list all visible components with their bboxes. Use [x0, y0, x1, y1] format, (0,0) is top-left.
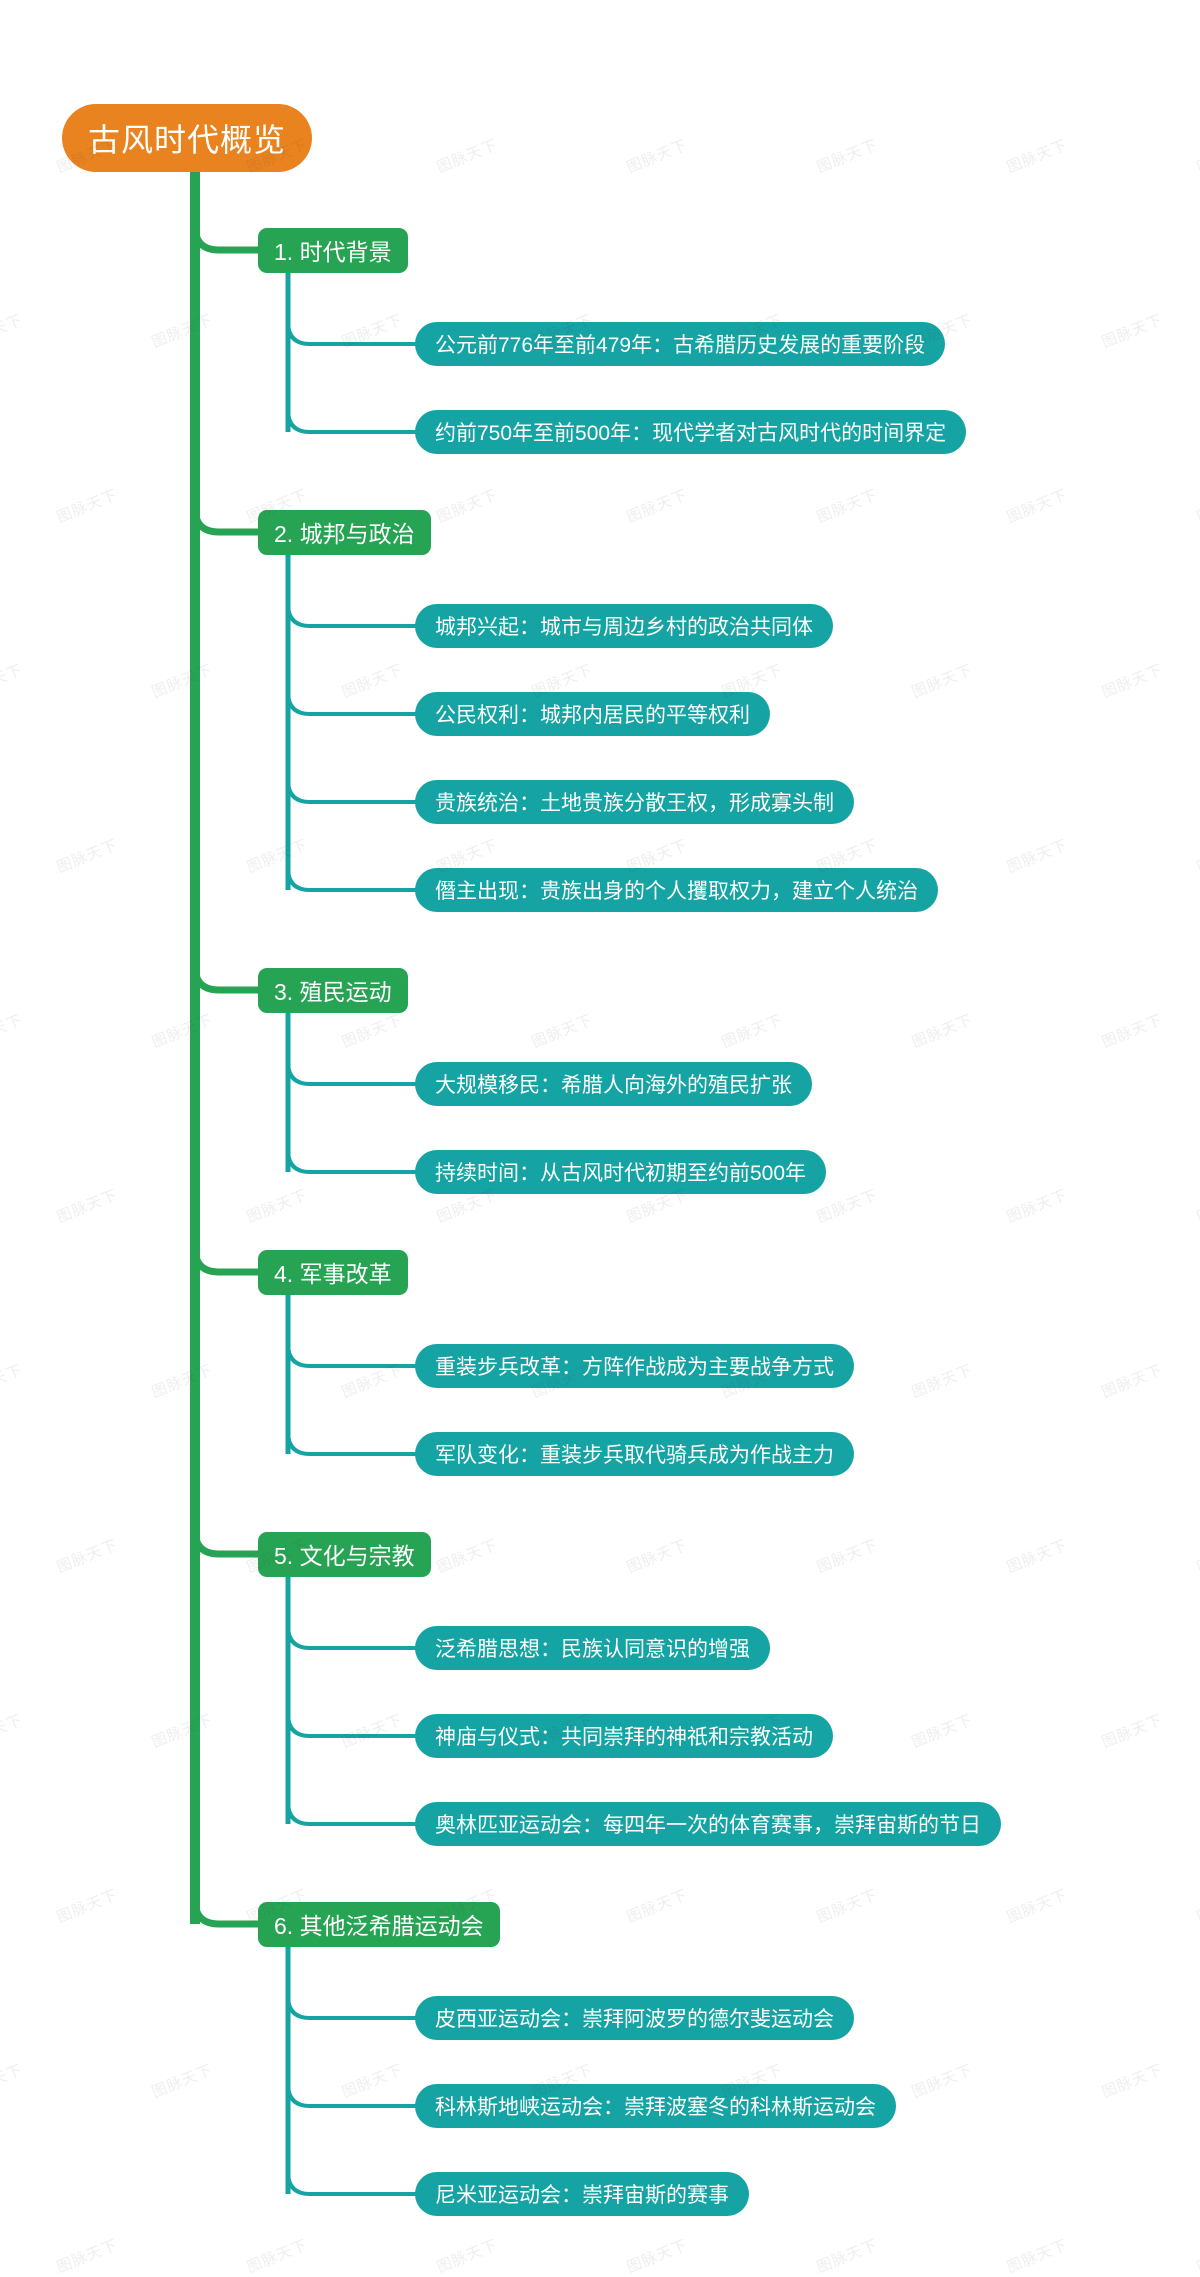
branch-node-label: 1. 时代背景 — [274, 239, 392, 265]
branch-connector — [191, 504, 262, 536]
root-node-label: 古风时代概览 — [88, 122, 287, 158]
branch-node-label: 5. 文化与宗教 — [274, 1543, 415, 1569]
mindmap-leaf-node[interactable]: 奥林匹亚运动会：每四年一次的体育赛事，崇拜宙斯的节日 — [415, 1802, 1001, 1846]
leaf-connector — [286, 1994, 417, 2020]
branch-connector — [191, 222, 262, 254]
mindmap-branch-node[interactable]: 4. 军事改革 — [258, 1249, 408, 1295]
mindmap-leaf-node[interactable]: 持续时间：从古风时代初期至约前500年 — [415, 1150, 827, 1194]
leaf-connector — [286, 2170, 417, 2196]
leaf-node-label: 重装步兵改革：方阵作战成为主要战争方式 — [435, 1356, 834, 1379]
leaf-node-label: 僭主出现：贵族出身的个人攫取权力，建立个人统治 — [435, 880, 918, 903]
leaf-connector — [286, 690, 417, 716]
leaf-connector — [286, 320, 417, 346]
leaf-connector — [286, 408, 417, 434]
leaf-node-label: 贵族统治：土地贵族分散王权，形成寡头制 — [435, 792, 834, 815]
leaf-connector — [286, 778, 417, 804]
mindmap-leaf-node[interactable]: 皮西亚运动会：崇拜阿波罗的德尔斐运动会 — [415, 1996, 854, 2040]
mindmap-branch-node[interactable]: 6. 其他泛希腊运动会 — [258, 1901, 500, 1947]
mindmap-leaf-node[interactable]: 泛希腊思想：民族认同意识的增强 — [415, 1626, 770, 1670]
leaf-node-label: 皮西亚运动会：崇拜阿波罗的德尔斐运动会 — [435, 2008, 834, 2031]
mindmap-branch-node[interactable]: 1. 时代背景 — [258, 227, 408, 273]
leaf-connector — [286, 602, 417, 628]
mindmap-leaf-node[interactable]: 贵族统治：土地贵族分散王权，形成寡头制 — [415, 780, 854, 824]
mindmap-leaf-node[interactable]: 重装步兵改革：方阵作战成为主要战争方式 — [415, 1344, 854, 1388]
branch-connector — [191, 1526, 262, 1558]
leaf-connector — [286, 866, 417, 892]
leaf-connector — [286, 1342, 417, 1368]
leaf-node-label: 奥林匹亚运动会：每四年一次的体育赛事，崇拜宙斯的节日 — [435, 1814, 981, 1837]
leaf-connector — [286, 1712, 417, 1738]
branch-node-label: 3. 殖民运动 — [274, 979, 392, 1005]
mindmap-leaf-node[interactable]: 公元前776年至前479年：古希腊历史发展的重要阶段 — [415, 322, 946, 366]
mindmap-leaf-node[interactable]: 尼米亚运动会：崇拜宙斯的赛事 — [415, 2172, 749, 2216]
mindmap-leaf-node[interactable]: 约前750年至前500年：现代学者对古风时代的时间界定 — [415, 410, 967, 454]
leaf-connector — [286, 2082, 417, 2108]
leaf-node-label: 军队变化：重装步兵取代骑兵成为作战主力 — [435, 1444, 834, 1467]
branch-node-label: 2. 城邦与政治 — [274, 521, 415, 547]
mindmap-leaf-node[interactable]: 大规模移民：希腊人向海外的殖民扩张 — [415, 1062, 812, 1106]
mindmap-leaf-node[interactable]: 军队变化：重装步兵取代骑兵成为作战主力 — [415, 1432, 854, 1476]
branch-connector — [191, 1896, 262, 1928]
branch-connector — [191, 962, 262, 994]
leaf-node-label: 公元前776年至前479年：古希腊历史发展的重要阶段 — [435, 334, 926, 357]
leaf-node-label: 持续时间：从古风时代初期至约前500年 — [435, 1162, 807, 1185]
mindmap-branch-node[interactable]: 3. 殖民运动 — [258, 967, 408, 1013]
leaf-node-label: 神庙与仪式：共同崇拜的神祇和宗教活动 — [435, 1726, 813, 1749]
mindmap-branch-node[interactable]: 5. 文化与宗教 — [258, 1531, 431, 1577]
mindmap-leaf-node[interactable]: 科林斯地峡运动会：崇拜波塞冬的科林斯运动会 — [415, 2084, 896, 2128]
leaf-node-label: 大规模移民：希腊人向海外的殖民扩张 — [435, 1074, 792, 1097]
leaf-connector — [286, 1800, 417, 1826]
mindmap-leaf-node[interactable]: 神庙与仪式：共同崇拜的神祇和宗教活动 — [415, 1714, 833, 1758]
branch-node-label: 4. 军事改革 — [274, 1261, 392, 1287]
mindmap-leaf-node[interactable]: 城邦兴起：城市与周边乡村的政治共同体 — [415, 604, 833, 648]
mindmap-branch-node[interactable]: 2. 城邦与政治 — [258, 509, 431, 555]
leaf-node-label: 尼米亚运动会：崇拜宙斯的赛事 — [435, 2184, 729, 2207]
leaf-node-label: 城邦兴起：城市与周边乡村的政治共同体 — [435, 616, 813, 639]
branch-node-label: 6. 其他泛希腊运动会 — [274, 1913, 484, 1939]
leaf-connector — [286, 1624, 417, 1650]
leaf-connector — [286, 1148, 417, 1174]
leaf-connector — [286, 1430, 417, 1456]
leaf-node-label: 公民权利：城邦内居民的平等权利 — [435, 704, 750, 727]
branch-connector — [191, 1244, 262, 1276]
leaf-node-label: 科林斯地峡运动会：崇拜波塞冬的科林斯运动会 — [435, 2096, 876, 2119]
mindmap-leaf-node[interactable]: 僭主出现：贵族出身的个人攫取权力，建立个人统治 — [415, 868, 938, 912]
mindmap-leaf-node[interactable]: 公民权利：城邦内居民的平等权利 — [415, 692, 770, 736]
leaf-node-label: 泛希腊思想：民族认同意识的增强 — [435, 1638, 750, 1661]
mindmap-root-node[interactable]: 古风时代概览 — [62, 104, 313, 172]
leaf-connector — [286, 1060, 417, 1086]
leaf-node-label: 约前750年至前500年：现代学者对古风时代的时间界定 — [435, 422, 947, 445]
